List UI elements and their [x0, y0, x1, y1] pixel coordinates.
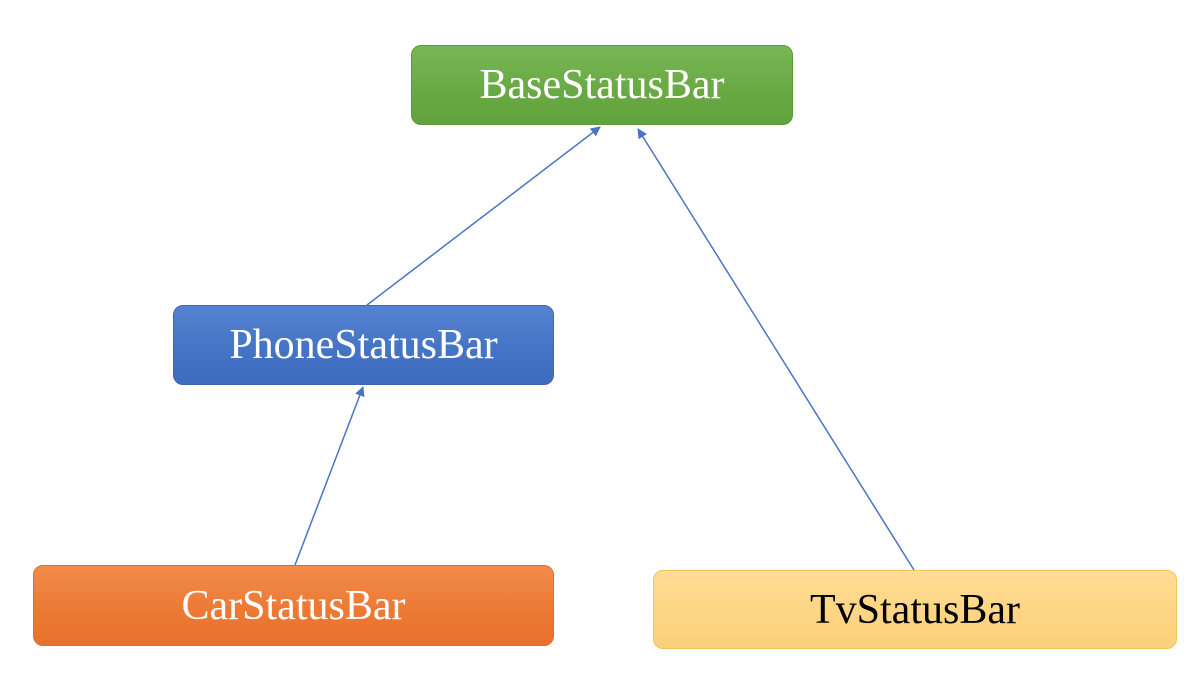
tv-status-bar-node: TvStatusBar	[653, 570, 1177, 649]
car-status-bar-label: CarStatusBar	[181, 582, 406, 629]
edge-phone-to-base	[366, 126, 601, 306]
car-status-bar-node: CarStatusBar	[33, 565, 554, 646]
base-status-bar-label: BaseStatusBar	[479, 62, 725, 108]
tv-status-bar-label: TvStatusBar	[810, 586, 1020, 633]
base-status-bar-node: BaseStatusBar	[411, 45, 793, 125]
phone-status-bar-label: PhoneStatusBar	[229, 322, 498, 368]
edge-car-to-phone	[294, 386, 365, 566]
phone-status-bar-node: PhoneStatusBar	[173, 305, 554, 385]
edge-tv-to-base	[637, 128, 915, 571]
